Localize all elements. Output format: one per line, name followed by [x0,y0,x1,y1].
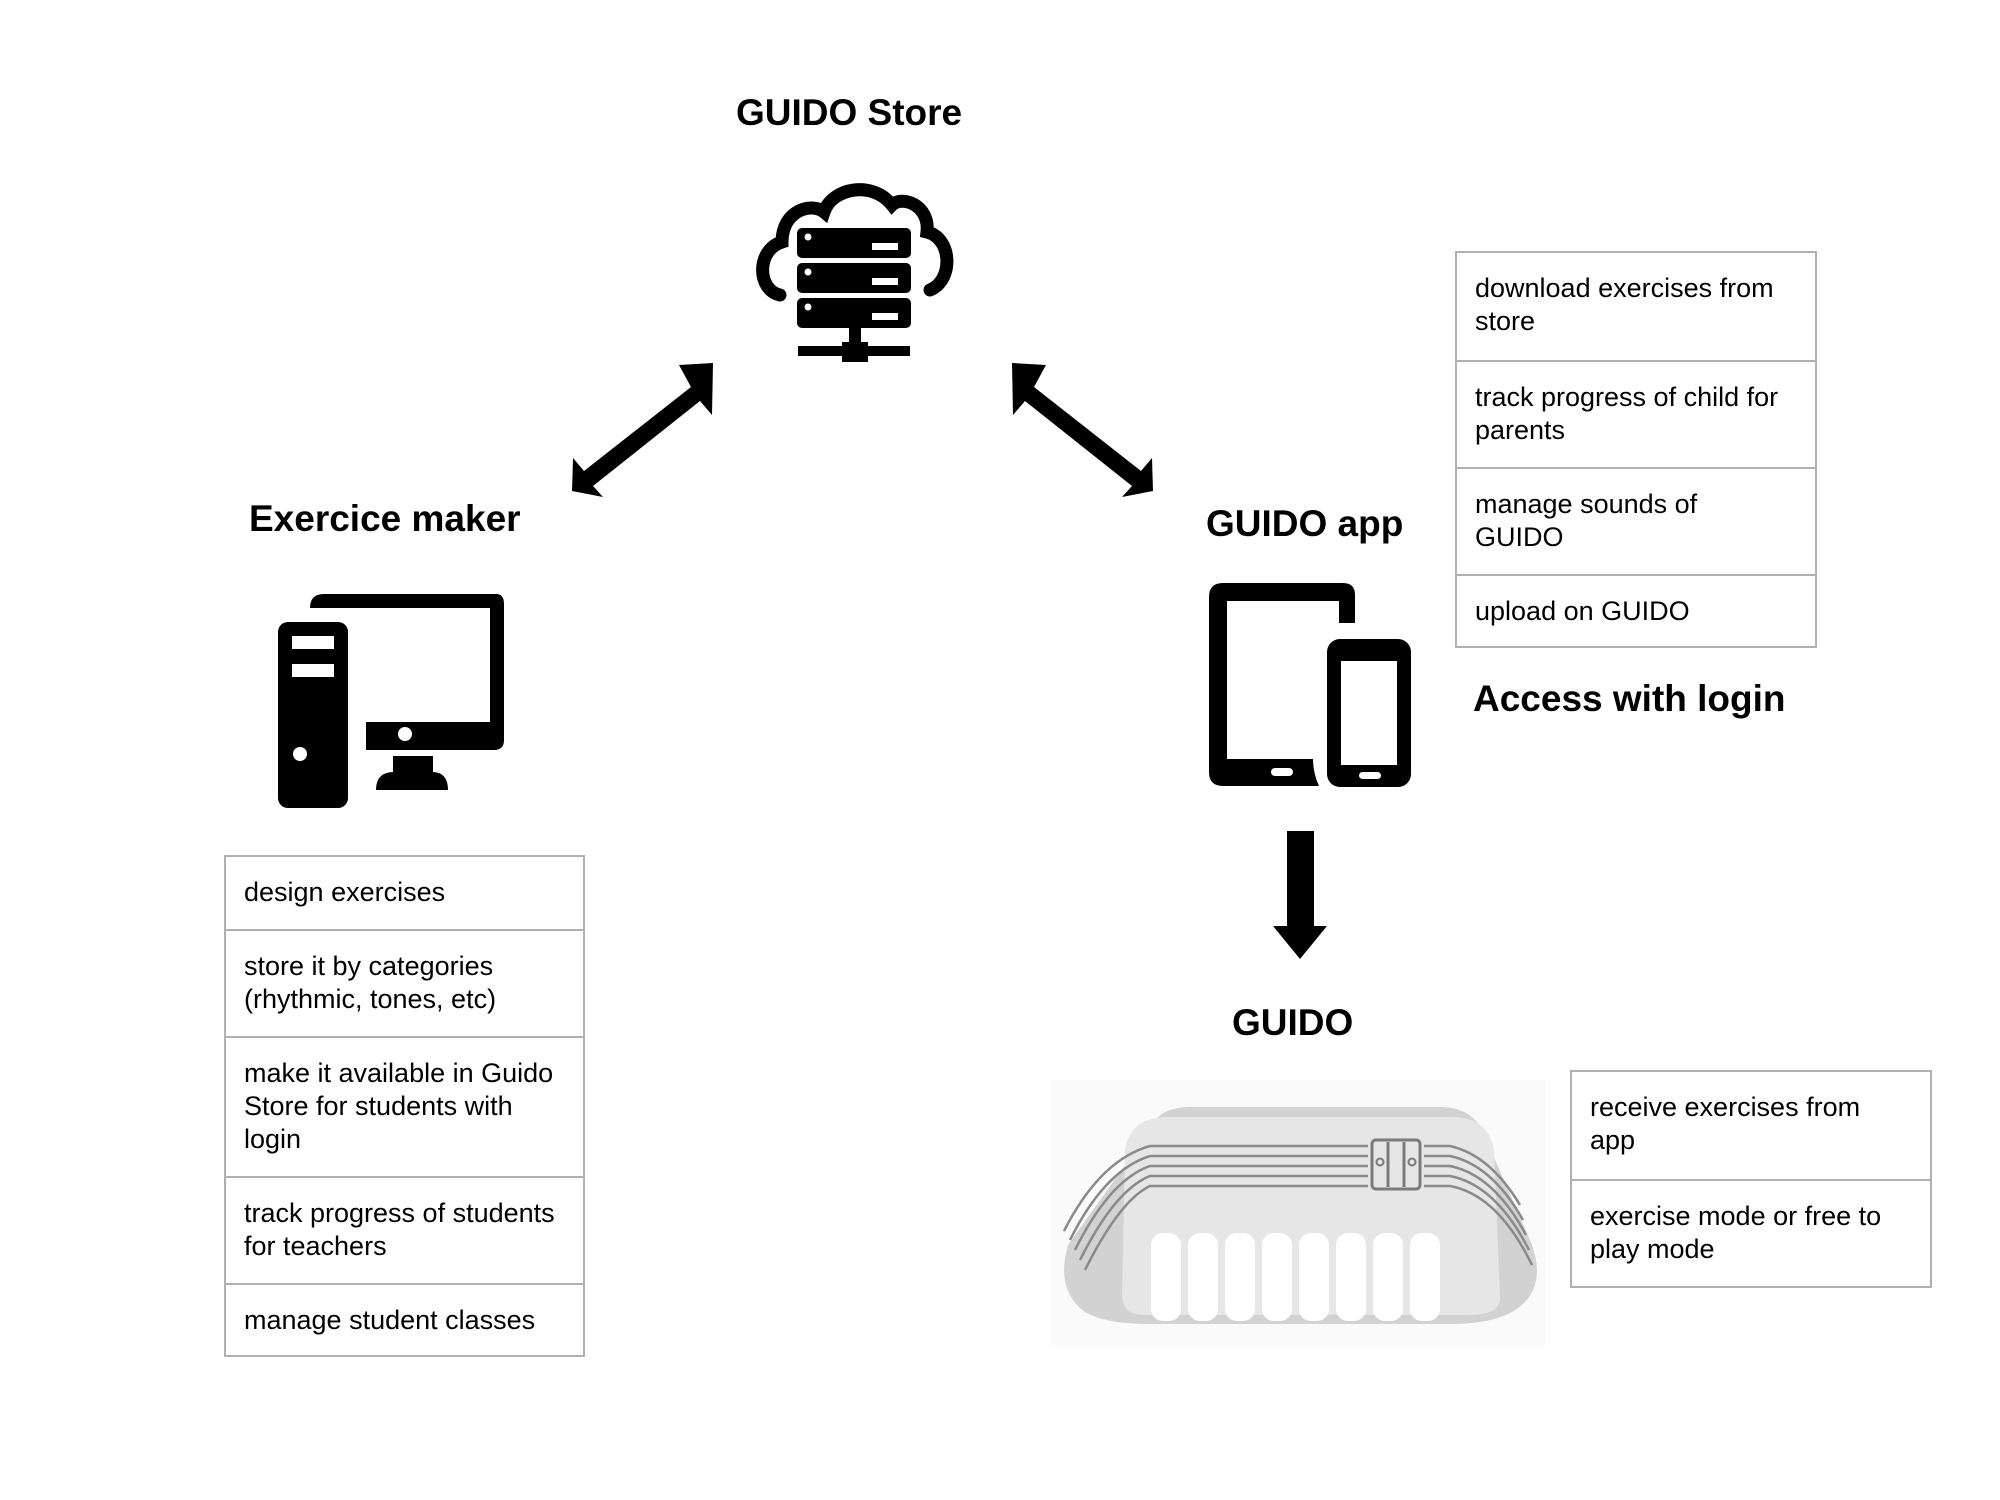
feature-row: design exercises [244,877,446,907]
app-title: GUIDO app [1206,503,1404,544]
access-note: Access with login [1473,678,1786,719]
tablet-phone-icon [1209,583,1414,788]
cloud-server-icon [752,160,962,375]
bidirectional-arrow-app-store [1000,355,1160,500]
feature-row: manage sounds of GUIDO [1457,467,1815,574]
feature-row: download exercises from store [1475,273,1774,336]
feature-row: receive exercises from app [1590,1092,1861,1155]
app-feature-table: download exercises from store track prog… [1455,251,1817,648]
feature-row: manage student classes [226,1283,583,1355]
guido-device-icon [1050,1080,1545,1345]
feature-row: make it available in Guido Store for stu… [226,1036,583,1176]
device-title: GUIDO [1232,1002,1354,1043]
feature-row: exercise mode or free to play mode [1572,1179,1930,1286]
maker-feature-table: design exercises store it by categories … [224,855,585,1357]
feature-row: track progress of child for parents [1457,360,1815,467]
feature-row: upload on GUIDO [1457,574,1815,646]
desktop-computer-icon [278,594,508,809]
store-title: GUIDO Store [736,92,963,133]
feature-row: track progress of students for teachers [226,1176,583,1283]
arrow-down-icon [1273,831,1329,963]
feature-row: store it by categories (rhythmic, tones,… [226,929,583,1036]
device-feature-table: receive exercises from app exercise mode… [1570,1070,1932,1288]
maker-title: Exercice maker [249,498,521,539]
bidirectional-arrow-maker-store [565,355,725,500]
